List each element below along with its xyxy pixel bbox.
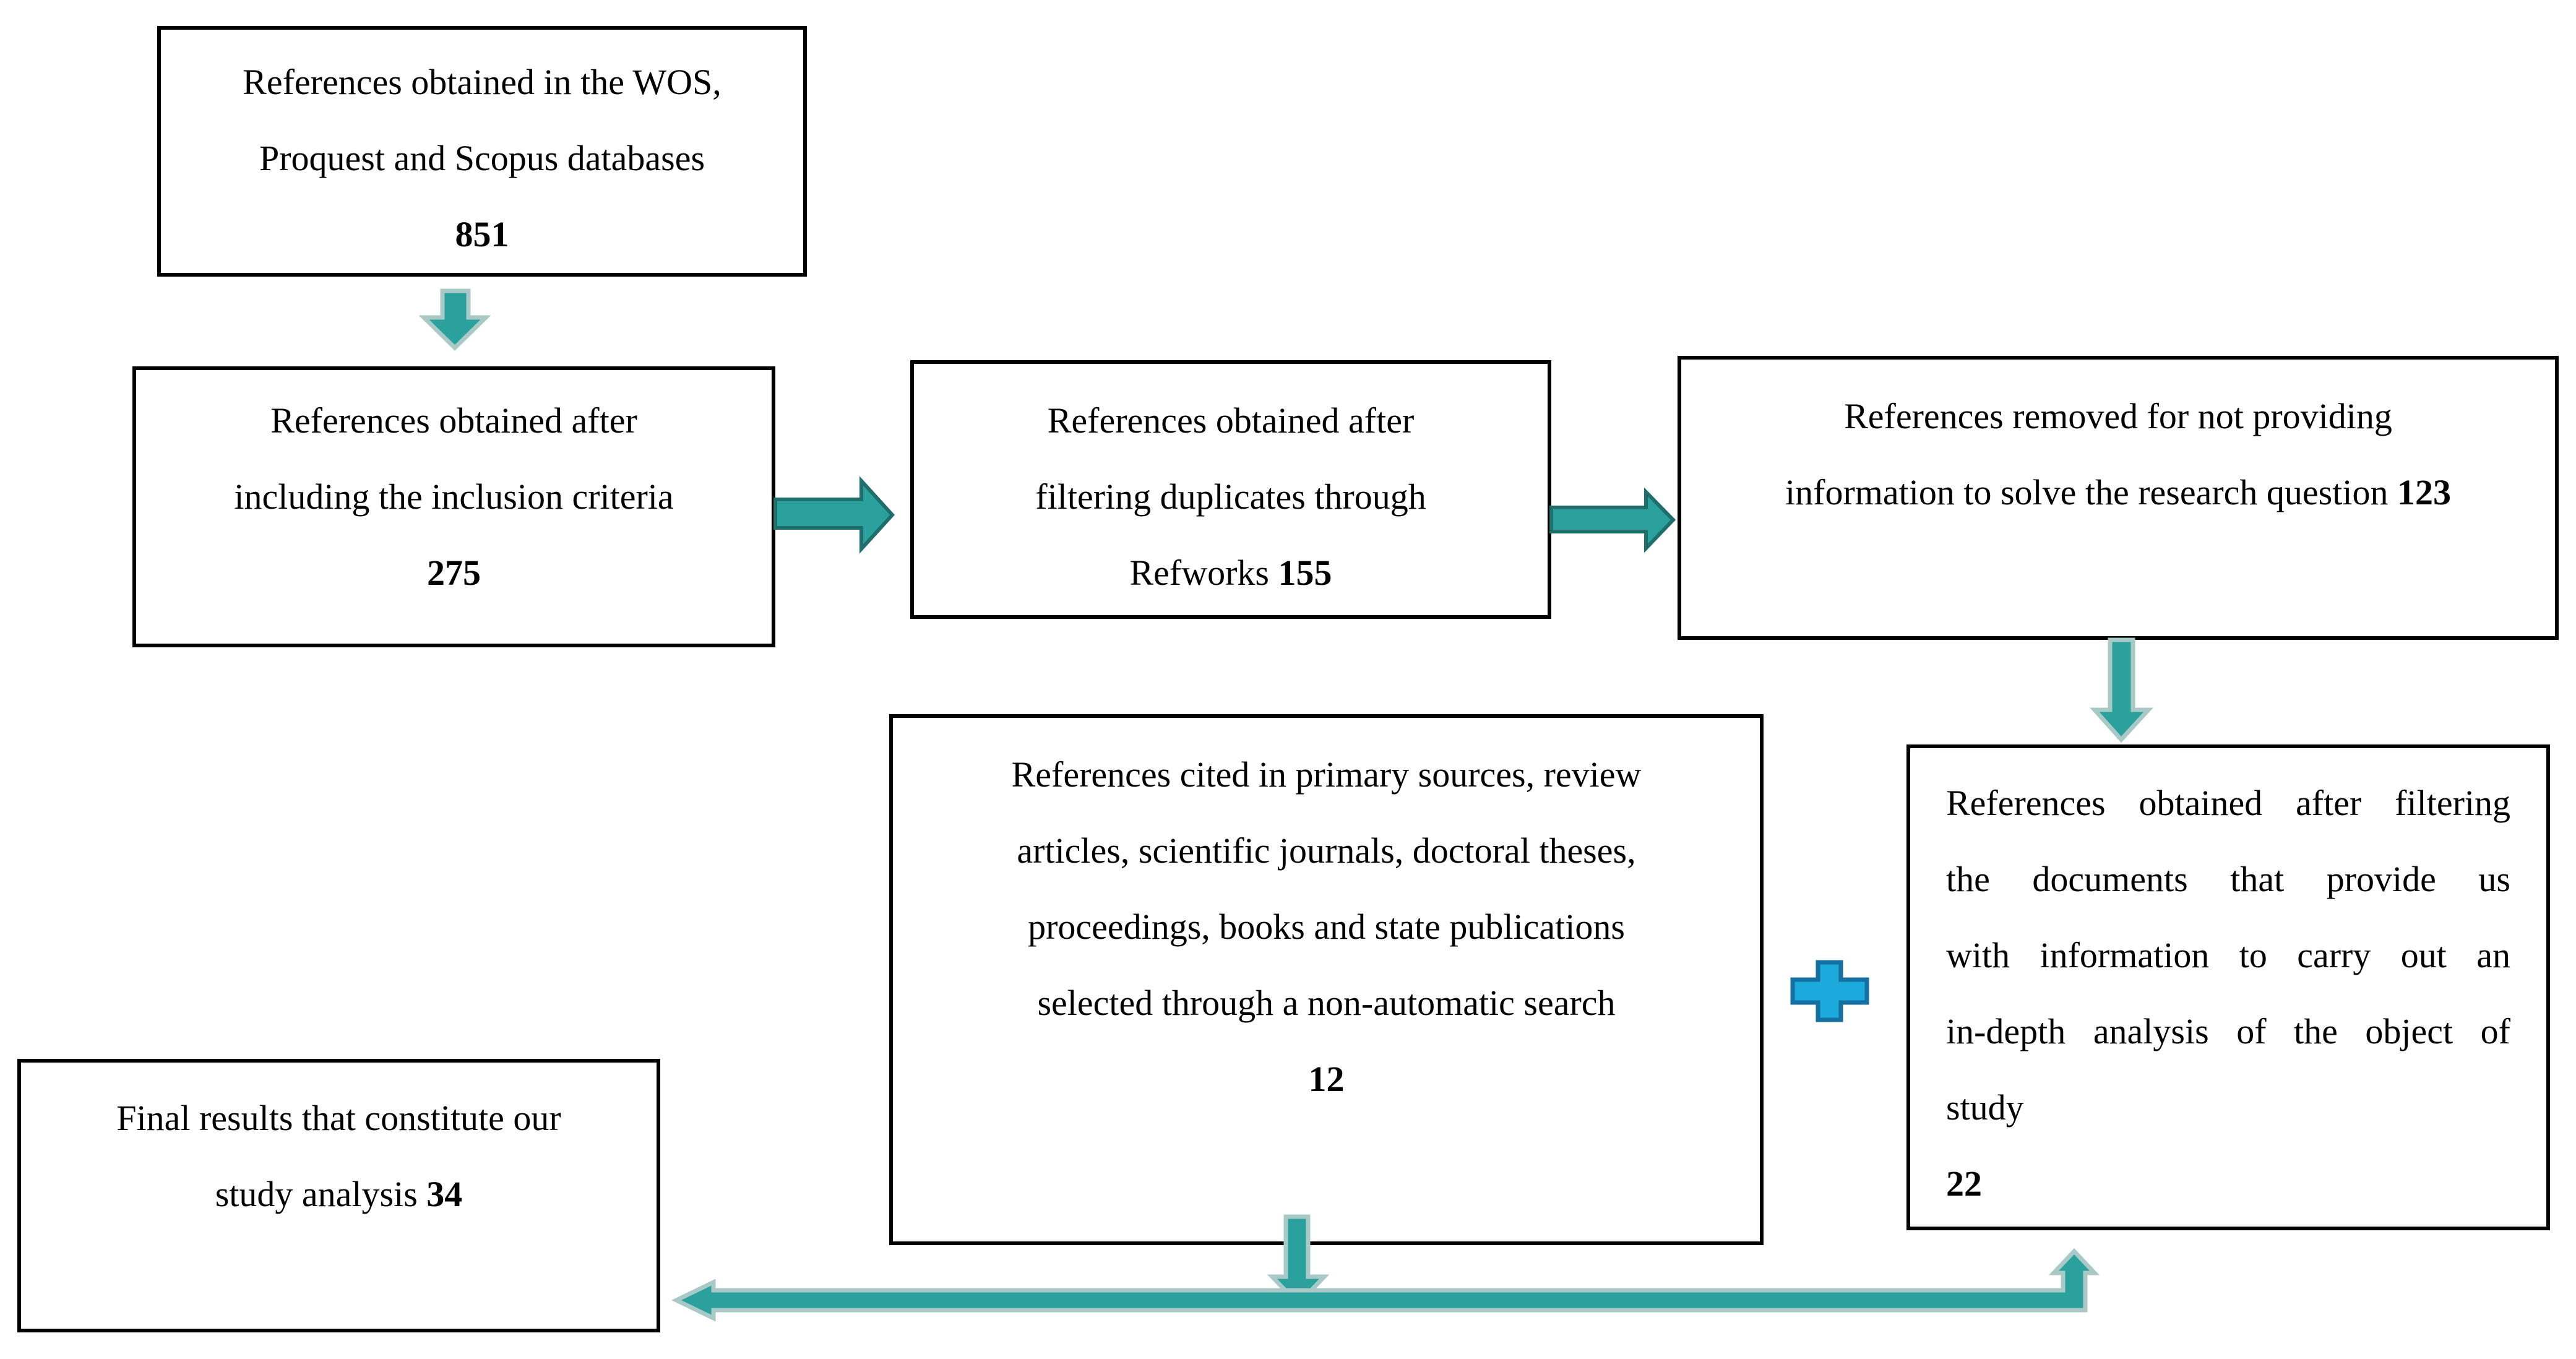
box-references-removed: References removed for not providing info…: [1678, 356, 2559, 640]
box-text-line: the documents that provide us: [1946, 859, 2510, 899]
box-text-line: Proquest and Scopus databases: [259, 138, 705, 178]
elbow-left-up-arrow-icon: [671, 1248, 2100, 1322]
right-arrow-icon: [773, 476, 895, 554]
box-text-line: study analysis 34: [215, 1174, 463, 1214]
box-references-wos: References obtained in the WOS, Proquest …: [157, 26, 807, 277]
box-references-cited: References cited in primary sources, rev…: [889, 714, 1764, 1245]
box-text-line: References obtained after: [270, 400, 637, 441]
box-text-line: Refworks 155: [1129, 553, 1332, 593]
box-text-line: Final results that constitute our: [116, 1098, 561, 1138]
box-text-line: filtering duplicates through: [1035, 477, 1426, 517]
box-text-line: References removed for not providing: [1844, 396, 2392, 436]
box-text-line: 851: [455, 214, 509, 254]
box-text-line: References cited in primary sources, rev…: [1011, 754, 1642, 795]
box-inclusion-criteria: References obtained after including the i…: [132, 366, 775, 647]
box-text-line: proceedings, books and state publication…: [1028, 907, 1625, 947]
box-text-line: 275: [427, 553, 481, 593]
box-text-line: References obtained after: [1047, 400, 1415, 441]
box-filter-duplicates: References obtained after filtering dupli…: [910, 360, 1551, 619]
down-arrow-icon: [418, 288, 491, 351]
box-text-line: including the inclusion criteria: [234, 477, 674, 517]
box-final-results: Final results that constitute our study a…: [17, 1059, 660, 1332]
plus-icon: [1790, 960, 1869, 1022]
box-text-line: References obtained after filtering: [1946, 783, 2510, 823]
box-text-line: References obtained in the WOS,: [243, 62, 722, 102]
box-text-line: 22: [1946, 1163, 1982, 1204]
box-text-line: articles, scientific journals, doctoral …: [1017, 830, 1636, 871]
box-text-line: information to solve the research questi…: [1785, 472, 2451, 512]
box-text-line: in-depth analysis of the object of: [1946, 1011, 2510, 1051]
down-arrow-icon: [2090, 637, 2153, 743]
box-indepth-analysis: References obtained after filtering the d…: [1906, 744, 2550, 1230]
box-text-line: with information to carry out an: [1946, 935, 2510, 975]
box-text-line: 12: [1308, 1059, 1345, 1099]
right-arrow-icon: [1549, 487, 1676, 553]
box-text-line: selected through a non-automatic search: [1037, 983, 1616, 1023]
box-text-line: study: [1946, 1087, 2024, 1128]
